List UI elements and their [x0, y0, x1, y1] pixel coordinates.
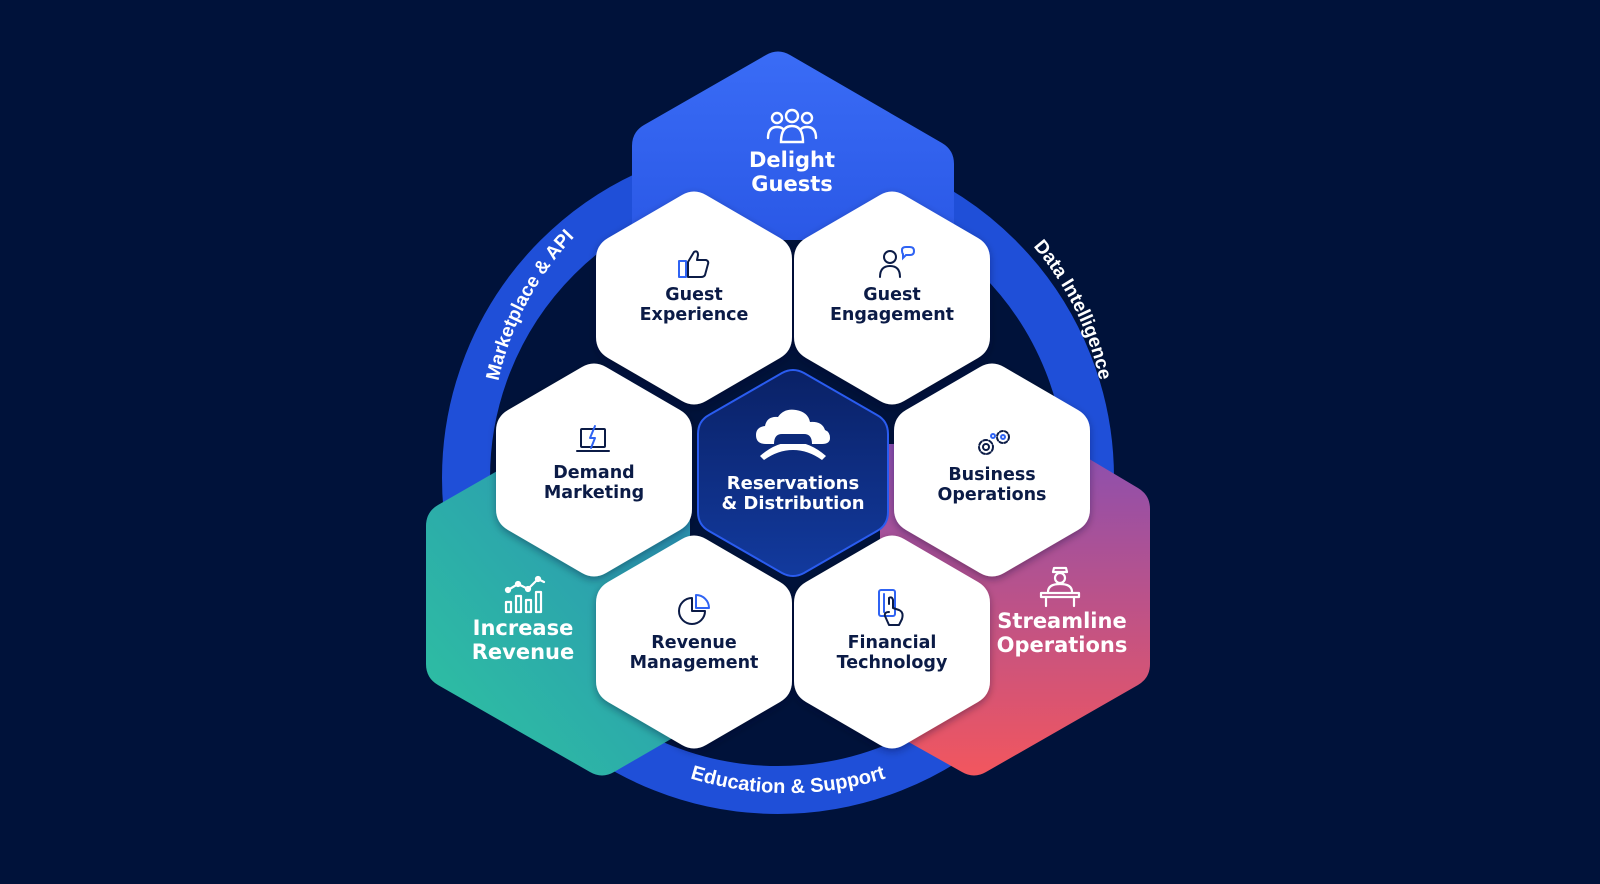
hex-business-operations: [894, 363, 1090, 577]
people-group-icon: [766, 108, 818, 144]
increase-revenue-label: Increase Revenue: [471, 616, 575, 664]
hex-guest-experience: [596, 191, 792, 405]
cloud-bed-icon: [756, 409, 830, 460]
gears-icon: [978, 430, 1010, 455]
card-tap-icon: [878, 589, 904, 626]
financial-technology-label: Financial Technology: [836, 633, 948, 673]
reservations-distribution-label: Reservations & Distribution: [721, 473, 865, 515]
hex-reservations-distribution: [697, 369, 889, 577]
guest-experience-label: Guest Experience: [639, 285, 749, 325]
delight-guests-label: Delight Guests: [748, 148, 836, 196]
person-chat-icon: [879, 246, 915, 278]
guest-engagement-label: Guest Engagement: [829, 285, 955, 325]
streamline-operations-label: Streamline Operations: [996, 609, 1128, 657]
bar-chart-icon: [504, 575, 546, 614]
hex-guest-engagement: [794, 191, 990, 405]
laptop-bolt-icon: [576, 425, 610, 452]
demand-marketing-label: Demand Marketing: [543, 463, 645, 503]
receptionist-icon: [1039, 566, 1081, 608]
hex-financial-technology: [794, 535, 990, 749]
hex-tiles: [496, 191, 1090, 749]
hex-revenue-management: [596, 535, 792, 749]
revenue-management-label: Revenue Management: [629, 633, 759, 673]
thumbs-up-icon: [678, 250, 710, 278]
delight-guests-pillar: [632, 51, 954, 240]
business-operations-label: Business Operations: [937, 465, 1047, 505]
hex-demand-marketing: [496, 363, 692, 577]
pie-chart-icon: [678, 594, 710, 625]
